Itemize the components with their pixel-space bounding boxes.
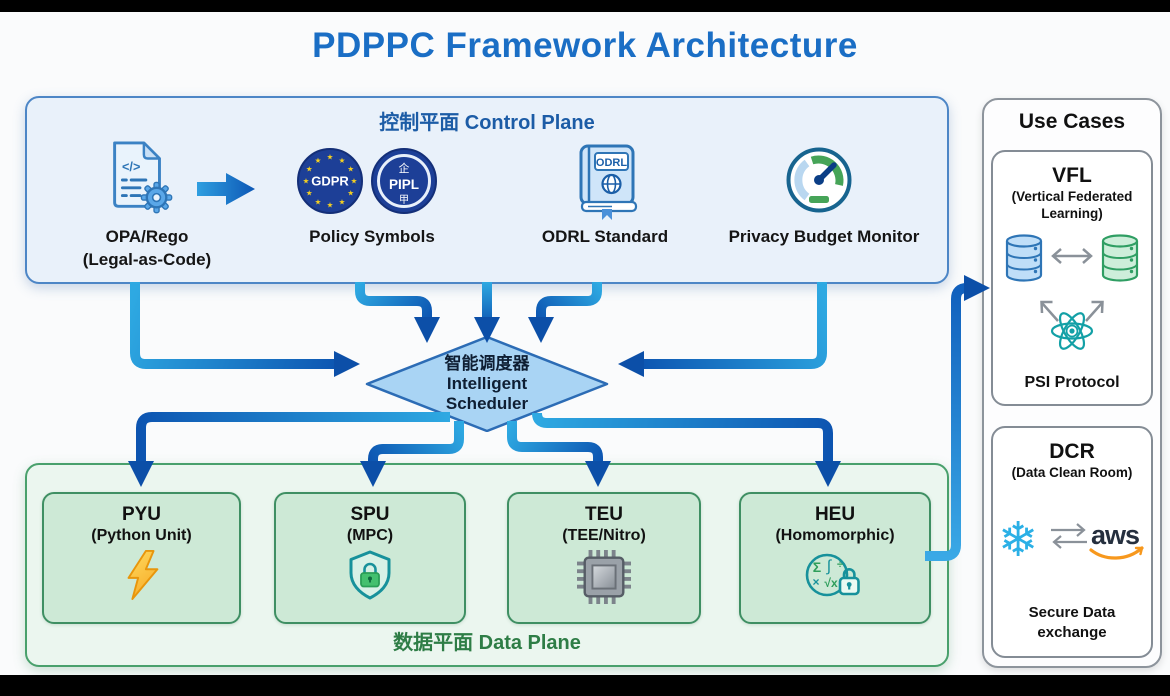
pipl-badge-icon: 企 PIPL 甲	[371, 148, 437, 214]
exchange-arrows-icon	[1051, 523, 1087, 549]
pipl-top-glyph: 企	[399, 161, 410, 175]
unit-pyu-title: PYU	[121, 504, 162, 525]
sqrt-glyph: √x	[824, 576, 838, 590]
odrl-label: ODRL	[596, 157, 627, 169]
database-green-icon	[1101, 234, 1139, 282]
letterbox-bottom	[0, 675, 1170, 696]
dcr-card: DCR (Data Clean Room) ❄ aws Secure Data …	[991, 426, 1153, 658]
psi-arrows	[1040, 300, 1104, 322]
integral-glyph: ∫	[826, 558, 833, 575]
code-document-gear-icon: </>	[99, 140, 179, 223]
pipl-label: PIPL	[389, 177, 419, 192]
math-lock-icon: Σ ∫ ÷ × √x	[741, 550, 929, 600]
divide-glyph: ÷	[837, 559, 843, 571]
aws-logo: aws	[1091, 520, 1139, 550]
snowflake-icon: ❄	[998, 514, 1038, 567]
unit-spu-title: SPU	[350, 504, 390, 525]
cpu-chip-icon	[509, 550, 699, 604]
vfl-card: VFL (Vertical Federated Learning)	[991, 150, 1153, 406]
aws-swoosh	[1089, 546, 1144, 560]
star-glyph: ★	[327, 201, 334, 210]
vfl-title: VFL	[1052, 164, 1092, 187]
gdpr-label: GDPR	[311, 174, 349, 189]
vfl-subtitle: (Vertical Federated Learning)	[1011, 189, 1133, 221]
intelligent-scheduler-node: 智能调度器 Intelligent Scheduler	[365, 336, 609, 432]
lock-icon	[838, 568, 860, 596]
star-glyph: ★	[303, 177, 310, 186]
star-glyph: ★	[339, 156, 346, 165]
scheduler-label-en1: Intelligent	[446, 373, 528, 393]
unit-heu-subtitle: (Homomorphic)	[775, 527, 895, 544]
atom-icon	[1050, 311, 1094, 350]
globe-icon	[601, 173, 622, 195]
data-plane-label: 数据平面 Data Plane	[393, 632, 581, 654]
scheduler-label-en2: Scheduler	[445, 394, 529, 414]
scheduler-label: 智能调度器 Intelligent Scheduler	[365, 336, 609, 432]
star-glyph: ★	[306, 189, 313, 198]
dcr-title: DCR	[1049, 440, 1095, 463]
sigma-glyph: Σ	[813, 559, 821, 575]
unit-teu-subtitle: (TEE/Nitro)	[562, 527, 646, 544]
letterbox-top	[0, 0, 1170, 12]
star-glyph: ★	[347, 189, 354, 198]
scheduler-label-zh: 智能调度器	[444, 353, 530, 373]
secure-data-line2: exchange	[1037, 623, 1107, 641]
arrow-opa-to-scheduler	[130, 282, 360, 377]
unit-pyu-subtitle: (Python Unit)	[91, 527, 192, 544]
multiply-glyph: ×	[812, 575, 819, 589]
shield-lock-icon	[276, 550, 464, 600]
secure-data-exchange-label: Secure Data exchange	[993, 603, 1151, 642]
unit-heu: HEU (Homomorphic) Σ ∫ ÷ × √x	[739, 492, 931, 624]
gauge-icon	[785, 146, 853, 219]
psi-protocol-label: PSI Protocol	[1024, 374, 1120, 391]
arrow-budget-to-scheduler	[618, 282, 827, 377]
double-arrow-icon	[1051, 247, 1093, 264]
dcr-subtitle: (Data Clean Room)	[1011, 465, 1133, 480]
star-glyph: ★	[315, 156, 322, 165]
page-title: PDPPC Framework Architecture	[312, 26, 858, 65]
pipl-bottom-glyph: 甲	[399, 195, 409, 206]
use-cases-header: Use Cases	[1018, 110, 1126, 133]
control-plane-box: 控制平面 Control Plane </>	[25, 96, 949, 284]
bookmark-icon	[602, 209, 612, 220]
unit-spu-subtitle: (MPC)	[346, 527, 394, 544]
data-plane-box: PYU (Python Unit) SPU (MPC)	[25, 463, 949, 667]
policy-badges: ★ ★ ★ ★ ★ ★ ★ ★ ★ ★ ★ ★ GDPR 企	[297, 148, 437, 214]
policy-symbols-label: Policy Symbols	[309, 227, 435, 246]
opa-rego-label-line1: OPA/Rego	[105, 227, 189, 246]
unit-heu-title: HEU	[814, 504, 856, 525]
star-glyph: ★	[315, 197, 322, 206]
star-glyph: ★	[339, 197, 346, 206]
arrow-policy-to-scheduler	[355, 282, 440, 343]
odrl-book-icon: ODRL	[572, 142, 642, 225]
gdpr-badge-icon: ★ ★ ★ ★ ★ ★ ★ ★ ★ ★ ★ ★ GDPR	[297, 148, 363, 214]
unit-teu: TEU (TEE/Nitro)	[507, 492, 701, 624]
star-glyph: ★	[327, 153, 334, 162]
unit-teu-title: TEU	[585, 504, 623, 525]
arrow-monitor-bend-to-scheduler	[528, 282, 602, 343]
flow-right-arrow-icon	[197, 172, 257, 211]
control-plane-header: 控制平面 Control Plane	[379, 112, 595, 134]
code-glyph: </>	[122, 160, 140, 174]
unit-pyu: PYU (Python Unit)	[42, 492, 241, 624]
federated-databases-atom-icon	[993, 229, 1151, 351]
star-glyph: ★	[347, 165, 354, 174]
use-cases-panel: Use Cases VFL (Vertical Federated Learni…	[982, 98, 1162, 668]
gear-icon	[140, 181, 173, 214]
star-glyph: ★	[306, 165, 313, 174]
odrl-standard-label: ODRL Standard	[541, 227, 669, 246]
lightning-icon	[44, 550, 239, 600]
database-blue-icon	[1005, 234, 1043, 282]
snowflake-aws-exchange-icon: ❄ aws	[993, 504, 1151, 570]
opa-rego-label-line2: (Legal-as-Code)	[82, 249, 212, 269]
secure-data-line1: Secure Data	[1028, 604, 1116, 621]
privacy-budget-monitor-label: Privacy Budget Monitor	[728, 227, 920, 246]
unit-spu: SPU (MPC)	[274, 492, 466, 624]
star-glyph: ★	[351, 177, 358, 186]
opa-rego-label: OPA/Rego (Legal-as-Code)	[42, 226, 252, 272]
